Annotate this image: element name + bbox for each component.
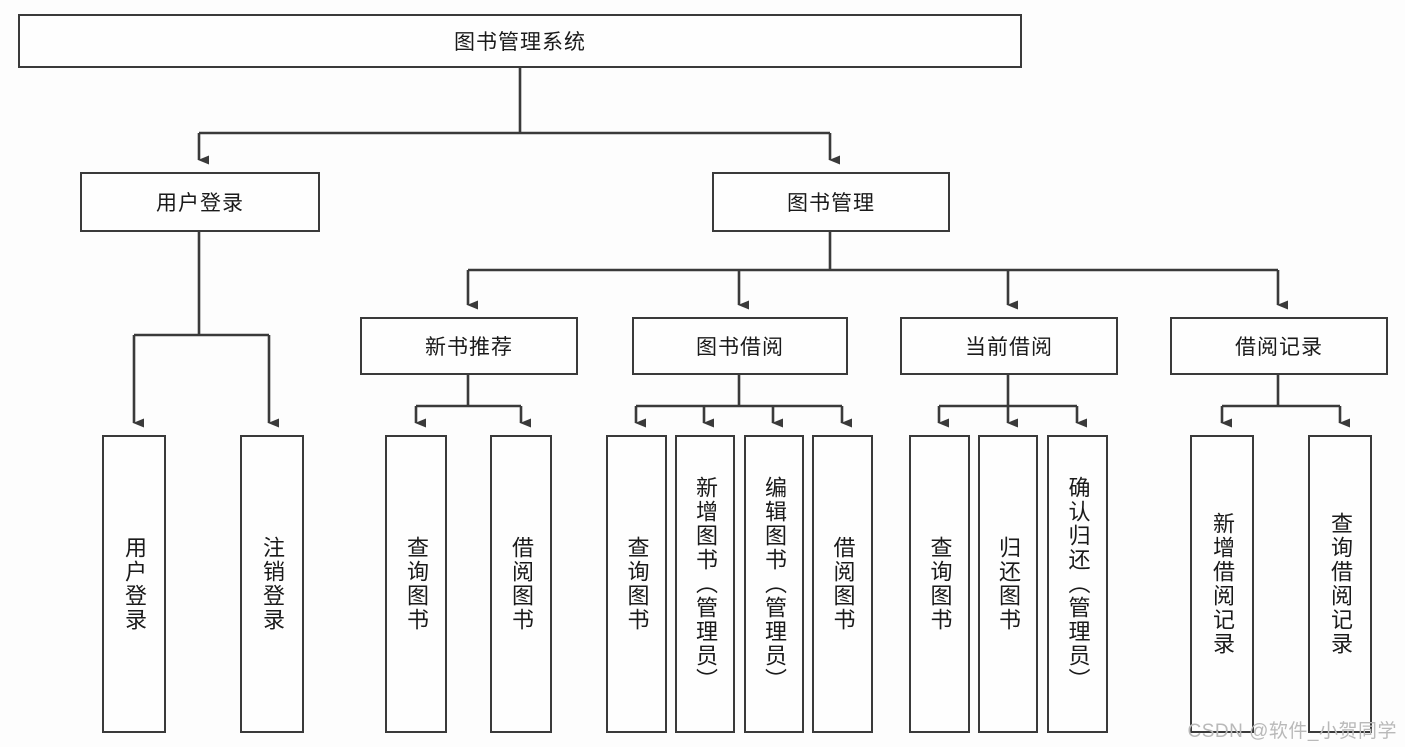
leaf-user-login-logout[interactable]: 注销登录 <box>240 435 304 733</box>
leaf-new-book-borrow[interactable]: 借阅图书 <box>490 435 552 733</box>
node-label: 新增图书（管理员） <box>693 476 718 692</box>
leaf-borrow-borrow-book[interactable]: 借阅图书 <box>812 435 873 733</box>
node-root-system[interactable]: 图书管理系统 <box>18 14 1022 68</box>
node-label: 确认归还（管理员） <box>1065 476 1091 692</box>
node-new-book-recommend[interactable]: 新书推荐 <box>360 317 578 375</box>
node-label: 新增借阅记录 <box>1210 512 1235 656</box>
node-label: 新书推荐 <box>425 336 513 359</box>
node-label: 查询图书 <box>927 536 953 632</box>
leaf-borrow-query-book[interactable]: 查询图书 <box>606 435 667 733</box>
leaf-record-query[interactable]: 查询借阅记录 <box>1308 435 1372 733</box>
node-label: 编辑图书（管理员） <box>762 476 787 692</box>
node-current-borrow[interactable]: 当前借阅 <box>900 317 1118 375</box>
csdn-watermark: CSDN @软件_小贺同学 <box>1187 721 1397 742</box>
node-label: 用户登录 <box>156 192 244 215</box>
node-label: 借阅记录 <box>1235 336 1323 359</box>
node-label: 图书管理系统 <box>454 31 586 54</box>
node-label: 图书借阅 <box>696 336 784 359</box>
node-label: 查询借阅记录 <box>1328 512 1353 656</box>
node-borrow-record[interactable]: 借阅记录 <box>1170 317 1388 375</box>
leaf-user-login-login[interactable]: 用户登录 <box>102 435 166 733</box>
node-label: 查询图书 <box>624 536 650 632</box>
node-label: 用户登录 <box>122 536 147 632</box>
leaf-record-add[interactable]: 新增借阅记录 <box>1190 435 1254 733</box>
leaf-borrow-add-book[interactable]: 新增图书（管理员） <box>675 435 735 733</box>
leaf-current-return-book[interactable]: 归还图书 <box>978 435 1038 733</box>
leaf-borrow-edit-book[interactable]: 编辑图书（管理员） <box>744 435 804 733</box>
node-label: 借阅图书 <box>509 536 534 632</box>
node-label: 归还图书 <box>996 536 1021 632</box>
leaf-new-book-query[interactable]: 查询图书 <box>385 435 447 733</box>
node-label: 当前借阅 <box>965 336 1053 359</box>
node-label: 注销登录 <box>260 536 285 632</box>
leaf-current-confirm-return[interactable]: 确认归还（管理员） <box>1047 435 1108 733</box>
node-user-login[interactable]: 用户登录 <box>80 172 320 232</box>
node-label: 图书管理 <box>787 192 875 215</box>
node-book-management[interactable]: 图书管理 <box>712 172 950 232</box>
node-label: 查询图书 <box>404 536 429 632</box>
leaf-current-query-book[interactable]: 查询图书 <box>909 435 970 733</box>
node-label: 借阅图书 <box>830 536 856 632</box>
node-book-borrow[interactable]: 图书借阅 <box>632 317 848 375</box>
